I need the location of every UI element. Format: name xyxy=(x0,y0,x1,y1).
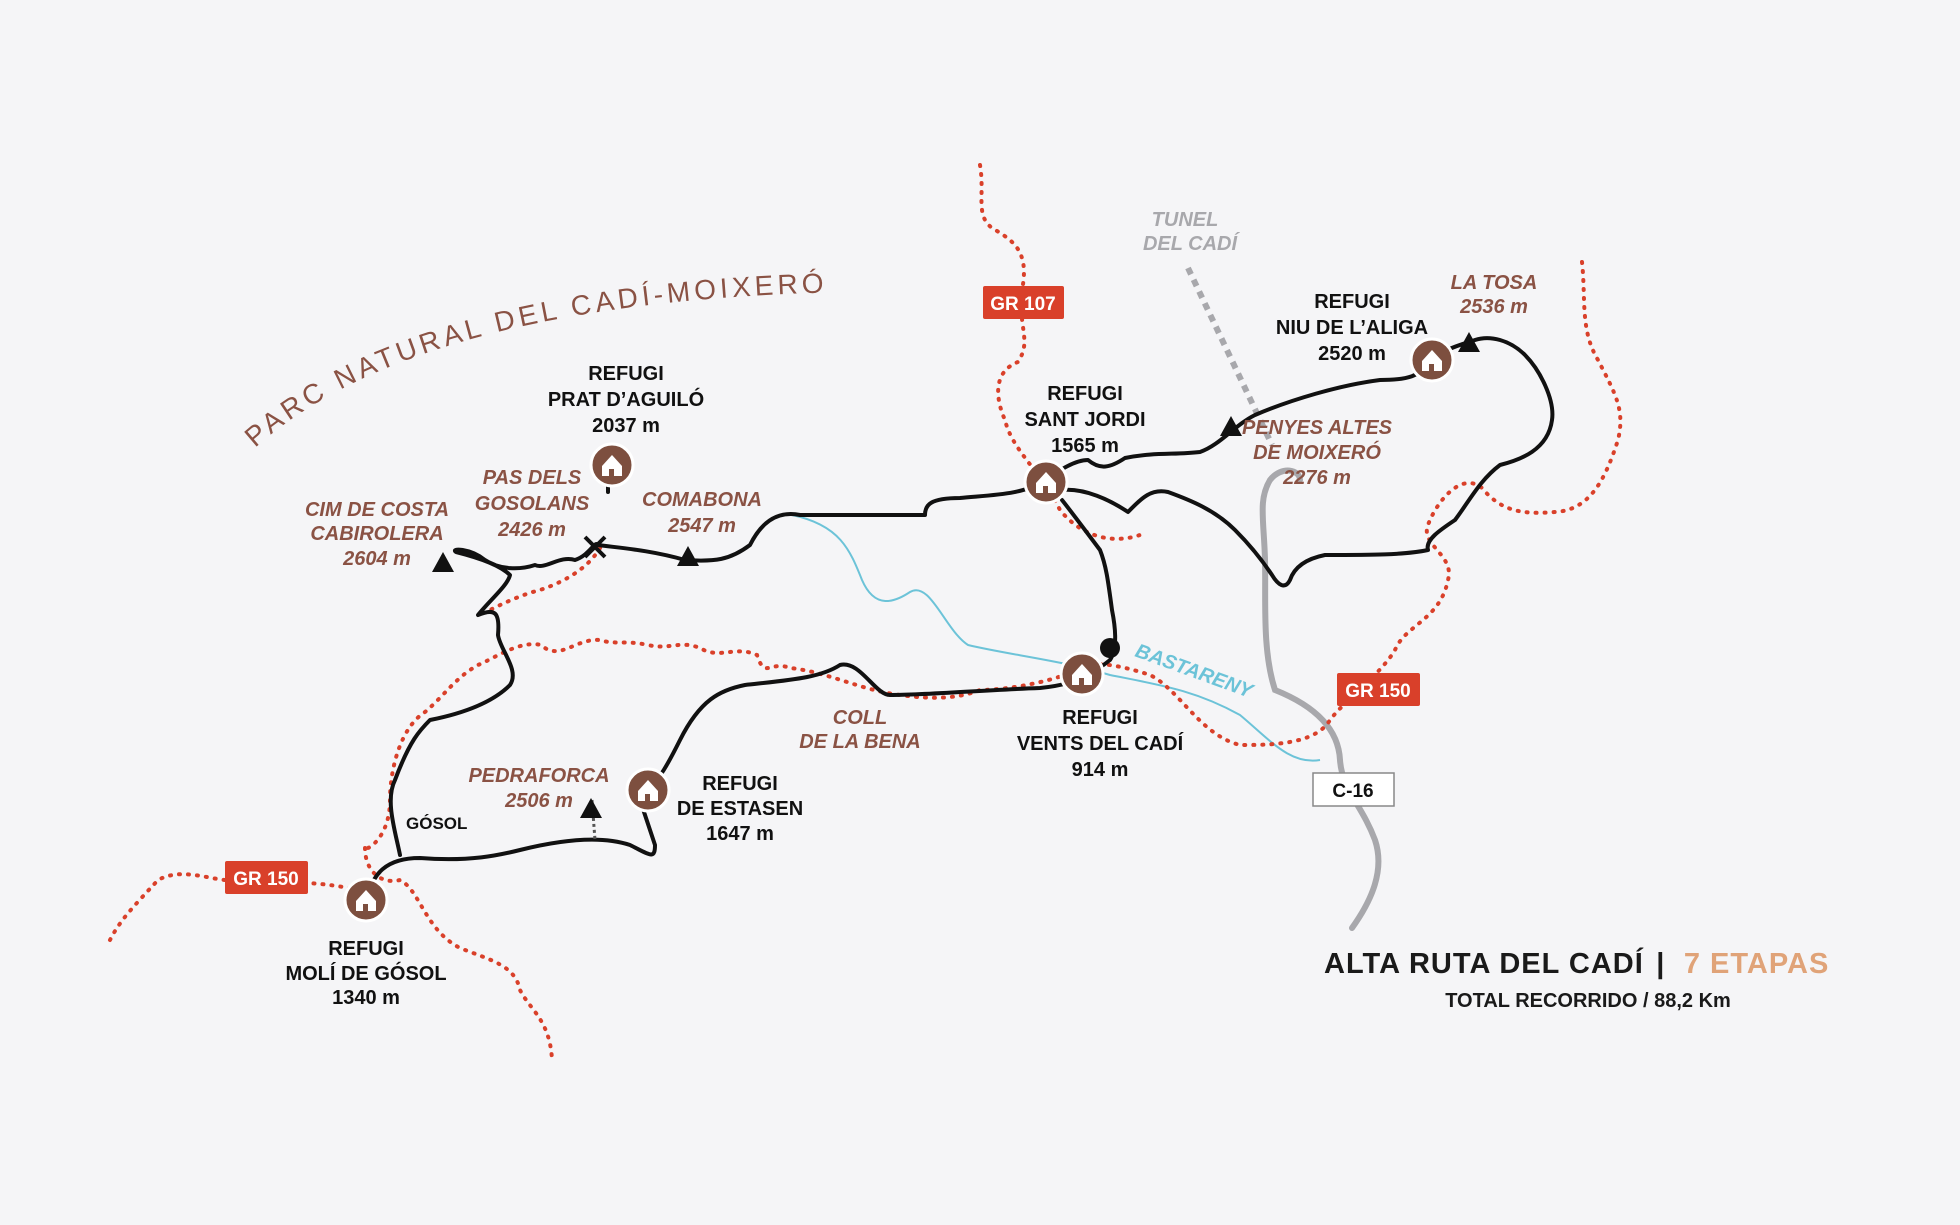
refuge-moli-label-3: 1340 m xyxy=(332,987,400,1009)
gosolans-trail xyxy=(488,546,602,612)
peak-pas-gosolans-label-1: PAS DELS xyxy=(483,467,582,489)
refuge-prat-label-3: 2037 m xyxy=(592,415,660,437)
refuge-estasen-label-3: 1647 m xyxy=(706,823,774,845)
peak-penyes-altes-label-1: PENYES ALTES xyxy=(1242,417,1393,439)
peak-pas-gosolans-label-3: 2426 m xyxy=(497,519,566,541)
road-sign-text: C-16 xyxy=(1332,781,1373,802)
route-total-distance: TOTAL RECORRIDO / 88,2 Km xyxy=(1445,990,1731,1012)
peak-comabona-label-2: 2547 m xyxy=(667,515,736,537)
refuge-sant-jordi-label-1: REFUGI xyxy=(1047,383,1123,405)
peak-penyes-altes-label-3: 2276 m xyxy=(1282,467,1351,489)
route-title-stages: 7 ETAPAS xyxy=(1684,948,1830,980)
refuge-sant-jordi-icon[interactable] xyxy=(1023,459,1069,505)
peak-cim-costa-label-2: CABIROLERA xyxy=(310,523,443,545)
peak-la-tosa-icon xyxy=(1458,332,1480,352)
gr107-badge: GR 107 xyxy=(983,286,1064,319)
refuge-sant-jordi-label-3: 1565 m xyxy=(1051,435,1119,457)
coll-bena-label-1: COLL xyxy=(833,707,887,729)
refuge-moli-label-1: REFUGI xyxy=(328,938,404,960)
tunnel-label-1: TUNEL xyxy=(1152,209,1219,231)
peak-comabona-label-1: COMABONA xyxy=(642,489,762,511)
road-c16 xyxy=(1259,467,1382,931)
gr150-east-badge-text: GR 150 xyxy=(1345,681,1410,702)
refuge-estasen-icon[interactable] xyxy=(625,767,671,813)
peak-pedraforca-label-1: PEDRAFORCA xyxy=(468,765,609,787)
coll-bena-label-2: DE LA BENA xyxy=(799,731,920,753)
refuge-vents-label-1: REFUGI xyxy=(1062,707,1138,729)
refuge-moli-label-2: MOLÍ DE GÓSOL xyxy=(285,961,446,985)
refuge-moli-icon[interactable] xyxy=(343,877,389,923)
refuge-vents-label-3: 914 m xyxy=(1072,759,1129,781)
gr150-east-trail xyxy=(366,260,1623,850)
refuge-prat-label-2: PRAT D’AGUILÓ xyxy=(548,387,704,411)
refuge-niu-label-1: REFUGI xyxy=(1314,291,1390,313)
refuge-prat-label-1: REFUGI xyxy=(588,363,664,385)
gosol-south-trail xyxy=(363,846,554,1062)
gr107-badge-text: GR 107 xyxy=(990,294,1055,315)
river-bastareny xyxy=(791,514,1321,762)
peak-pas-gosolans-label-2: GOSOLANS xyxy=(475,493,590,515)
refuge-sant-jordi-label-2: SANT JORDI xyxy=(1024,409,1145,431)
gr150-west-badge: GR 150 xyxy=(225,861,308,894)
refuge-prat-icon[interactable] xyxy=(589,442,635,488)
gr150-east-badge: GR 150 xyxy=(1337,673,1420,706)
refuge-niu-icon[interactable] xyxy=(1409,337,1455,383)
peak-comabona-icon xyxy=(677,546,699,566)
route-title-name: ALTA RUTA DEL CADÍ xyxy=(1324,946,1644,980)
village-gosol-label: GÓSOL xyxy=(406,814,467,833)
tunnel-label-2: DEL CADÍ xyxy=(1143,232,1241,255)
refuge-estasen-label-2: DE ESTASEN xyxy=(677,798,803,820)
gr150-west-badge-text: GR 150 xyxy=(233,869,298,890)
route-title: ALTA RUTA DEL CADÍ | 7 ETAPAS xyxy=(1324,946,1829,980)
refuge-estasen-label-1: REFUGI xyxy=(702,773,778,795)
pass-cross-icon xyxy=(583,535,607,559)
peak-la-tosa-label-2: 2536 m xyxy=(1459,296,1528,318)
junction-dot xyxy=(1100,638,1120,658)
peak-la-tosa-label-1: LA TOSA xyxy=(1451,272,1538,294)
peak-penyes-altes-label-2: DE MOIXERÓ xyxy=(1253,440,1381,464)
refuge-vents-icon[interactable] xyxy=(1059,651,1105,697)
peak-cim-costa-label-3: 2604 m xyxy=(342,548,411,570)
park-name-label: PARC NATURAL DEL CADÍ-MOIXERÓ xyxy=(239,267,828,452)
tunnel-del-cadi xyxy=(1185,266,1275,447)
peak-pedraforca-icon xyxy=(580,798,602,818)
peak-penyes-altes-icon xyxy=(1220,416,1242,436)
route-title-block: ALTA RUTA DEL CADÍ | 7 ETAPAS TOTAL RECO… xyxy=(1324,946,1829,1012)
road-sign-c16: C-16 xyxy=(1312,772,1395,807)
gr107-trail xyxy=(978,163,1142,541)
route-title-separator: | xyxy=(1656,948,1665,980)
peak-cim-costa-label-1: CIM DE COSTA xyxy=(305,499,449,521)
refuge-niu-label-2: NIU DE L’ALIGA xyxy=(1276,317,1428,339)
refuge-vents-label-2: VENTS DEL CADÍ xyxy=(1017,732,1184,755)
refuge-niu-label-3: 2520 m xyxy=(1318,343,1386,365)
peak-cim-costa-icon xyxy=(432,552,454,572)
peak-pedraforca-label-2: 2506 m xyxy=(504,790,573,812)
